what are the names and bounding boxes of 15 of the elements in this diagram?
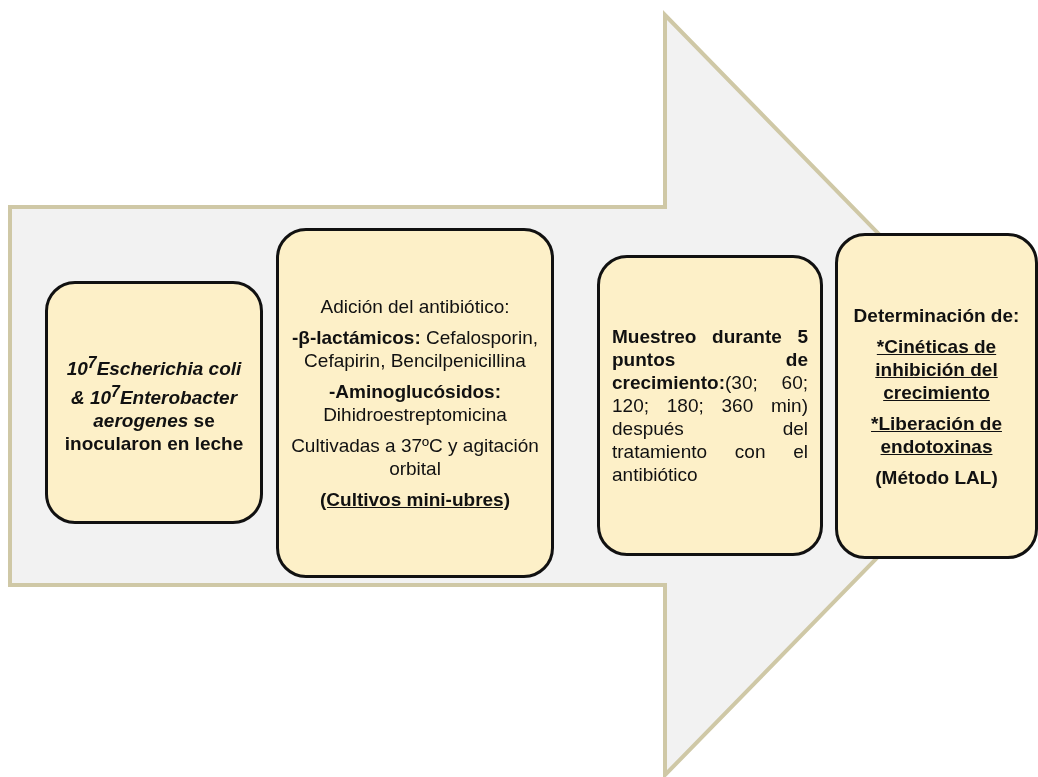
box-text: 10$^{7}$Escherichia coli & 10$^{7}$Enterobacter aerogenes se inocularon en leche: [63, 352, 245, 455]
determination-box: [835, 233, 1038, 559]
box-text: *Cinéticas de inhibición del crecimiento: [874, 334, 999, 404]
box-text: -Aminoglucósidos: Dihidroestreptomicina: [322, 380, 508, 426]
inoculation-box: [45, 281, 263, 524]
box-text: Determinación de:: [852, 303, 1021, 327]
box-text: Muestreo durante 5 puntos de crecimiento:(30; 60; 120; 180; 360 min) después del tratamiento con el antibiótico: [612, 325, 808, 486]
box-text: *Liberación de endotoxinas: [870, 411, 1003, 458]
box-text: Adición del antibiótico:: [319, 295, 511, 318]
box-text: (Cultivos mini-ubres): [319, 488, 511, 511]
box-text: (Método LAL): [874, 465, 999, 489]
box-text: Cultivadas a 37ºC y agitación orbital: [291, 434, 539, 480]
sampling-box: [597, 255, 823, 556]
box-text: -β-lactámicos: Cefalosporin, Cefapirin, Bencilpenicillina: [291, 326, 539, 372]
antibiotic-box: [276, 228, 554, 578]
